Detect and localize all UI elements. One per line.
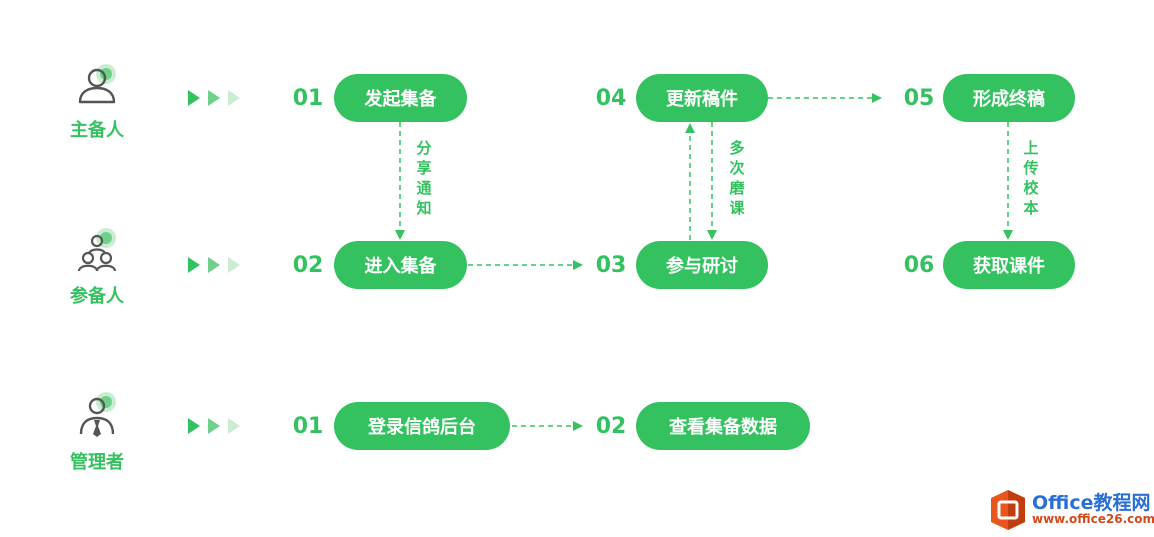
flow-arrows-host	[188, 90, 240, 106]
office-logo-icon	[991, 490, 1025, 530]
step-number-host-05: 05	[903, 86, 935, 111]
step-final-draft[interactable]: 形成终稿	[943, 74, 1075, 122]
connector-label-upload-proof: 上传校本	[1023, 139, 1039, 217]
step-number-host-01: 01	[292, 86, 324, 111]
step-number-admin-01: 01	[292, 414, 324, 439]
step-number-part-03: 03	[595, 253, 627, 278]
logo-brand-text: Office教程网	[1032, 492, 1151, 514]
step-number-part-02: 02	[292, 253, 324, 278]
role-label-participant: 参备人	[70, 286, 124, 307]
step-number-part-06: 06	[903, 253, 935, 278]
step-initiate-prep[interactable]: 发起集备	[334, 74, 467, 122]
connector-label-share-notice: 分享通知	[416, 139, 432, 217]
flow-arrows-admin	[188, 418, 240, 434]
host-user-icon	[72, 60, 124, 112]
admin-user-icon	[72, 390, 124, 442]
role-label-host: 主备人	[70, 120, 124, 141]
participants-group-icon	[72, 226, 124, 278]
step-number-host-04: 04	[595, 86, 627, 111]
step-join-prep[interactable]: 进入集备	[334, 241, 467, 289]
step-login-backend[interactable]: 登录信鸽后台	[334, 402, 510, 450]
connector-label-multiple-review: 多次磨课	[729, 139, 745, 217]
logo-url-text: www.office26.com	[1032, 512, 1154, 526]
step-get-courseware[interactable]: 获取课件	[943, 241, 1075, 289]
office26-watermark: Office教程网 www.office26.com	[988, 486, 1154, 534]
step-join-discussion[interactable]: 参与研讨	[636, 241, 768, 289]
step-number-admin-02: 02	[595, 414, 627, 439]
flow-arrows-participant	[188, 257, 240, 273]
step-update-draft[interactable]: 更新稿件	[636, 74, 768, 122]
step-view-prep-data[interactable]: 查看集备数据	[636, 402, 810, 450]
role-label-admin: 管理者	[70, 452, 124, 473]
